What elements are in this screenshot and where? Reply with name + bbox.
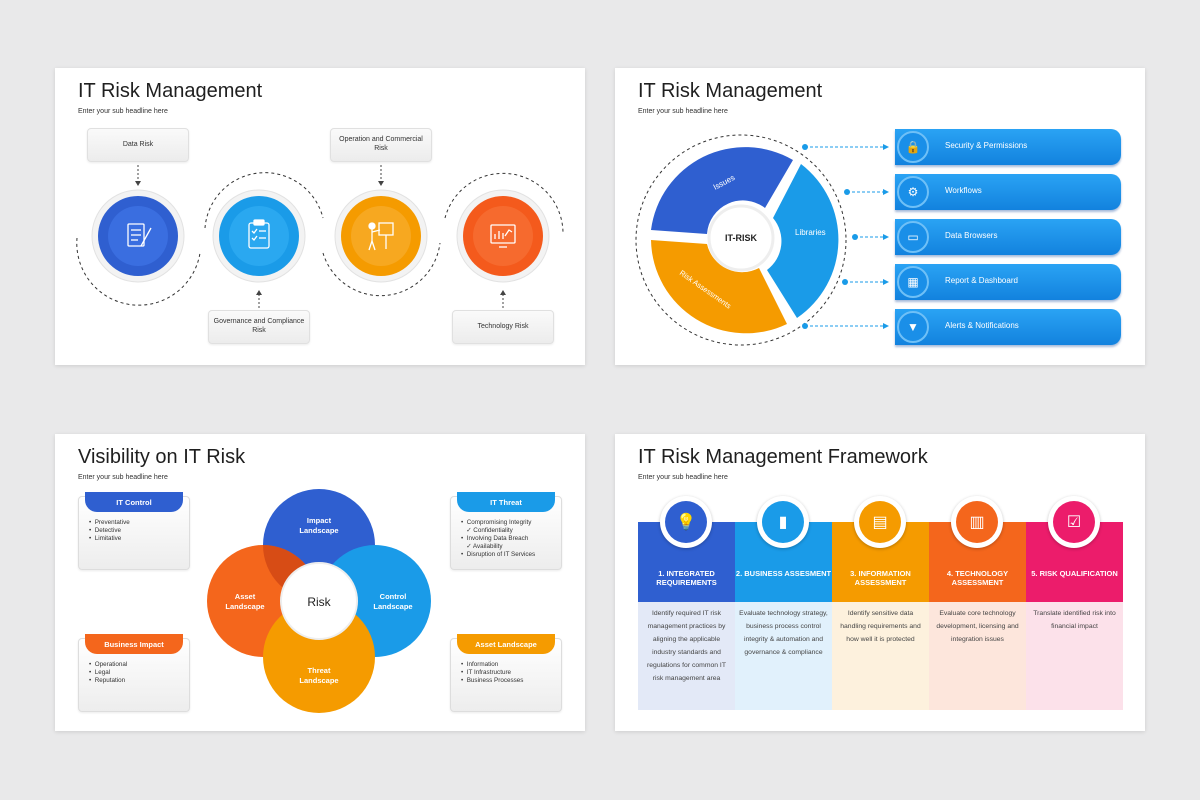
lock-icon: 🔒 — [897, 131, 929, 163]
list-item: ✓ Confidentiality — [466, 527, 513, 534]
lightbulb-document-icon: 💡 — [660, 496, 712, 548]
box-header: IT Control — [85, 492, 183, 512]
risk-flower-diagram: Risk — [207, 489, 431, 713]
segment-risk-assessments — [651, 240, 787, 334]
box-list: • Preventative • Detective • Limitative — [89, 519, 130, 543]
segment-issues — [651, 147, 793, 234]
presenter-board-icon — [368, 222, 394, 251]
chart-monitor-icon — [490, 224, 516, 248]
column-title: 2. BUSINESS ASSESMENT — [735, 569, 832, 578]
card-governance-compliance-risk: Governance and Compliance Risk — [208, 310, 310, 344]
slide-subtitle: Enter your sub headline here — [78, 474, 168, 481]
column-title: 3. INFORMATION ASSESSMENT — [850, 569, 911, 587]
list-item: • Preventative — [89, 519, 130, 526]
framework-column-1: 1. INTEGRATED REQUIREMENTS — [638, 522, 735, 602]
box-list: • Operational • Legal • Reputation — [89, 661, 127, 685]
bar-report-dashboard: ▦ Report & Dashboard — [895, 264, 1121, 300]
bar-label: Alerts & Notifications — [945, 321, 1019, 330]
list-item: • IT Infrastructure — [461, 669, 512, 676]
bar-security-permissions: 🔒 Security & Permissions — [895, 129, 1121, 165]
dashed-arc-2 — [204, 172, 324, 229]
bar-label: Report & Dashboard — [945, 276, 1018, 285]
list-item: • Limitative — [89, 535, 122, 542]
slide-subtitle: Enter your sub headline here — [638, 474, 728, 481]
column-title: 5. RISK QUALIFICATION — [1031, 569, 1118, 578]
box-header: Business Impact — [85, 634, 183, 654]
dashboard-icon: ▦ — [897, 266, 929, 298]
list-item: ✓ Availability — [466, 543, 503, 550]
bar-data-browsers: ▭ Data Browsers — [895, 219, 1121, 255]
bar-label: Data Browsers — [945, 231, 998, 240]
dashed-arc-1 — [76, 237, 201, 306]
petal-asset-label: Asset Landscape — [225, 592, 265, 611]
slide-title: Visibility on IT Risk — [78, 446, 246, 468]
column-description-4: Evaluate core technology development, li… — [929, 602, 1026, 710]
slide-it-risk-management-framework: IT Risk Management Framework Enter your … — [615, 434, 1145, 731]
list-item: • Legal — [89, 669, 111, 676]
slide-it-risk-management-circles: IT Risk Management Enter your sub headli… — [55, 68, 585, 365]
dashed-arc-3 — [322, 242, 441, 297]
funnel-icon: ▼ — [897, 311, 929, 343]
column-title: 4. TECHNOLOGY ASSESSMENT — [946, 569, 1009, 587]
dashed-arc-4 — [444, 172, 564, 234]
column-description-3: Identify sensitive data handling require… — [832, 602, 929, 710]
report-chart-icon: ▥ — [951, 496, 1003, 548]
card-operation-commercial-risk: Operation and Commercial Risk — [330, 128, 432, 162]
circles-diagram — [76, 165, 564, 308]
slide-it-risk-management-wheel: IT Risk Management Enter your sub headli… — [615, 68, 1145, 365]
column-description-1: Identify required IT risk management pra… — [638, 602, 735, 710]
bar-label: Security & Permissions — [945, 141, 1028, 150]
box-asset-landscape: Asset Landscape • Information • IT Infra… — [450, 634, 562, 712]
list-item: • Disruption of IT Services — [461, 551, 536, 558]
list-item: • Operational — [89, 661, 128, 668]
presentation-chart-icon: ▤ — [854, 496, 906, 548]
slide-title: IT Risk Management — [78, 80, 263, 102]
list-item: • Information — [461, 661, 499, 668]
center-circle — [280, 562, 358, 640]
box-it-threat: IT Threat • Compromising Integrity ✓ Con… — [450, 492, 562, 570]
slide-subtitle: Enter your sub headline here — [638, 108, 728, 115]
bar-workflows: ⚙ Workflows — [895, 174, 1121, 210]
column-title: 1. INTEGRATED REQUIREMENTS — [656, 569, 717, 587]
petal-impact-label: Impact Landscape — [299, 516, 339, 535]
petal-threat-label: Threat Landscape — [299, 666, 339, 685]
column-description-2: Evaluate technology strategy, business p… — [735, 602, 832, 710]
center-label: Risk — [307, 595, 331, 609]
list-item: • Reputation — [89, 677, 126, 684]
bar-chart-icon: ▮ — [757, 496, 809, 548]
bar-alerts-notifications: ▼ Alerts & Notifications — [895, 309, 1121, 345]
slide-title: IT Risk Management Framework — [638, 446, 928, 468]
it-risk-wheel: Issues Libraries Risk Assessments IT-RIS… — [635, 134, 889, 346]
box-business-impact: Business Impact • Operational • Legal • … — [78, 634, 190, 712]
document-pen-icon — [127, 223, 152, 247]
box-list: • Information • IT Infrastructure • Busi… — [461, 661, 523, 685]
box-list: • Compromising Integrity ✓ Confidentiali… — [461, 519, 535, 559]
box-it-control: IT Control • Preventative • Detective • … — [78, 492, 190, 570]
list-item: • Business Processes — [461, 677, 524, 684]
list-item: • Detective — [89, 527, 121, 534]
card-data-risk: Data Risk — [87, 128, 189, 162]
slide-visibility-on-it-risk: Visibility on IT Risk Enter your sub hea… — [55, 434, 585, 731]
column-description-5: Translate identified risk into financial… — [1026, 602, 1123, 710]
segment-libraries-label: Libraries — [795, 228, 826, 237]
center-label: IT-RISK — [725, 233, 758, 243]
card-technology-risk: Technology Risk — [452, 310, 554, 344]
checklist-icon: ☑ — [1048, 496, 1100, 548]
segment-libraries — [767, 164, 839, 318]
list-item: • Compromising Integrity — [461, 519, 532, 526]
clipboard-checklist-icon — [248, 219, 270, 249]
monitor-chart-icon: ▭ — [897, 221, 929, 253]
petal-threat — [263, 601, 375, 713]
bar-label: Workflows — [945, 186, 982, 195]
petal-control-label: Control Landscape — [373, 592, 413, 611]
workflow-icon: ⚙ — [897, 176, 929, 208]
list-item: • Involving Data Breach — [461, 535, 529, 542]
box-header: IT Threat — [457, 492, 555, 512]
center-circle — [707, 204, 775, 272]
box-header: Asset Landscape — [457, 634, 555, 654]
slide-subtitle: Enter your sub headline here — [78, 108, 168, 115]
slide-title: IT Risk Management — [638, 80, 823, 102]
